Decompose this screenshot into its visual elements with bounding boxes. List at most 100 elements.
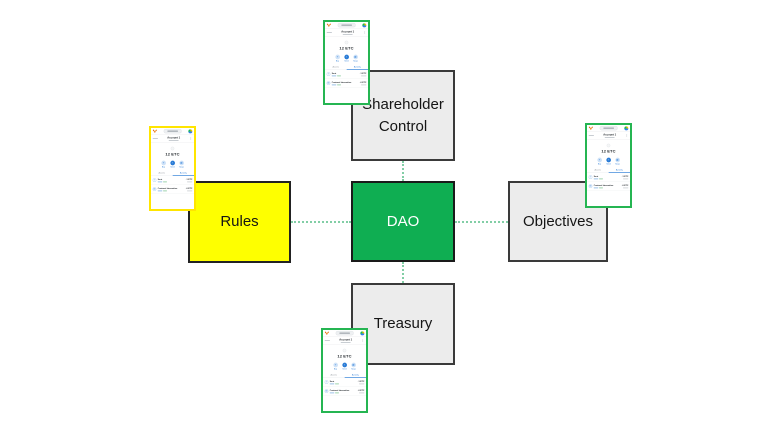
- tx-date-bar: [157, 181, 163, 183]
- wallet-tabs: Assets Activity: [325, 66, 368, 70]
- swap-icon: ⇄: [179, 160, 184, 166]
- send-action: ↑ Send: [170, 160, 175, 168]
- wallet-mini: Account 1 ⋮ 12 ETC + Buy ↑ Send ⇄ Swap: [587, 125, 630, 206]
- node-treasury-label: Treasury: [373, 315, 433, 333]
- wallet-mini: Account 1 ⋮ 12 ETC + Buy ↑ Send ⇄ Swap: [323, 330, 366, 411]
- tx-title: Contract Interaction: [329, 389, 350, 392]
- tx-date-bar: [329, 383, 335, 385]
- node-dao-label: DAO: [386, 212, 420, 230]
- swap-icon: ⇄: [353, 54, 358, 60]
- tx-info: Sent: [331, 72, 359, 77]
- connection-status-placeholder: [324, 339, 330, 341]
- tx-date-status-placeholder: [593, 187, 621, 189]
- connection-status-placeholder: [326, 31, 332, 33]
- tx-status-bar: [334, 392, 339, 394]
- tx-amounts: -0 ETC: [357, 389, 365, 394]
- tx-amounts: -1 ETC: [186, 178, 193, 183]
- tx-status-bar: [598, 178, 603, 180]
- send-label: Send: [342, 367, 347, 370]
- tx-status-bar: [336, 84, 341, 86]
- tx-amount: -1 ETC: [359, 72, 367, 75]
- tx-title: Sent: [593, 175, 599, 178]
- buy-action: + Buy: [597, 157, 602, 165]
- transaction-row: ▤ Contract Interaction -0 ETC: [151, 185, 194, 194]
- swap-action: ⇄ Swap: [351, 362, 356, 370]
- account-address-placeholder: [168, 139, 179, 141]
- network-name-placeholder: [603, 127, 614, 129]
- wallet-tabs: Assets Activity: [151, 172, 194, 176]
- balance-amount: 12 ETC: [601, 148, 616, 154]
- transaction-row: ↗ Sent -1 ETC: [151, 176, 194, 185]
- wallet-tabs: Assets Activity: [587, 169, 630, 173]
- transaction-row: ↗ Sent -1 ETC: [587, 173, 630, 182]
- tx-title: Contract Interaction: [331, 81, 352, 84]
- balance-section: 12 ETC: [151, 143, 194, 157]
- account-avatar: [624, 126, 629, 131]
- tab-activity: Activity: [608, 169, 630, 173]
- tx-status-bar: [598, 187, 603, 189]
- connector-rules-dao: [291, 221, 351, 223]
- balance-section: 12 ETC: [323, 345, 366, 359]
- buy-label: Buy: [335, 59, 340, 62]
- connection-status-placeholder: [588, 134, 594, 136]
- tx-title: Sent: [331, 72, 337, 75]
- tx-amount: -0 ETC: [357, 389, 365, 392]
- account-info: Account 1: [341, 30, 354, 35]
- balance-amount: 12 ETC: [339, 45, 354, 51]
- tx-title: Sent: [157, 178, 163, 181]
- node-rules-label: Rules: [220, 213, 259, 231]
- balance-amount: 12 ETC: [337, 353, 352, 359]
- token-icon: [606, 143, 611, 148]
- account-address-placeholder: [340, 341, 351, 343]
- kebab-menu-icon: ⋮: [625, 133, 629, 137]
- tx-amounts: -0 ETC: [622, 184, 629, 189]
- node-shareholder-control: Shareholder Control: [351, 70, 455, 161]
- tx-date-status-placeholder: [593, 178, 621, 180]
- send-icon: ↑: [170, 160, 175, 166]
- tx-date-status-placeholder: [329, 392, 357, 394]
- token-icon: [344, 40, 349, 45]
- send-icon: ↑: [342, 362, 347, 368]
- wallet-header: [587, 125, 630, 131]
- contract-interaction-icon: ▤: [152, 187, 157, 192]
- wallet-header: [325, 22, 368, 28]
- balance-section: 12 ETC: [587, 140, 630, 154]
- token-icon: [342, 348, 347, 353]
- buy-label: Buy: [333, 367, 338, 370]
- send-icon: ↑: [606, 157, 611, 163]
- transaction-row: ▤ Contract Interaction -0 ETC: [323, 387, 366, 396]
- wallet-mini: Account 1 ⋮ 12 ETC + Buy ↑ Send ⇄ Swap: [325, 22, 368, 103]
- tx-info: Sent: [329, 380, 357, 385]
- connector-shareholder-dao: [402, 161, 404, 181]
- network-selector-pill: [335, 331, 354, 336]
- send-label: Send: [606, 162, 611, 165]
- tx-fiat-placeholder: [360, 84, 367, 86]
- tx-date-bar: [329, 392, 335, 394]
- send-label: Send: [170, 165, 175, 168]
- buy-action: + Buy: [335, 54, 340, 62]
- send-action: ↑ Send: [606, 157, 611, 165]
- contract-interaction-icon: ▤: [324, 389, 329, 394]
- metamask-fox-icon: [588, 126, 593, 130]
- tx-info: Contract Interaction: [593, 184, 621, 189]
- tx-status-bar: [162, 190, 167, 192]
- wallet-mini: Account 1 ⋮ 12 ETC + Buy ↑ Send ⇄ Swap: [151, 128, 194, 209]
- tx-info: Sent: [593, 175, 621, 180]
- tab-activity: Activity: [344, 374, 366, 378]
- tx-date-status-placeholder: [329, 383, 357, 385]
- action-buttons: + Buy ↑ Send ⇄ Swap: [587, 157, 630, 165]
- tx-fiat-placeholder: [622, 187, 629, 189]
- send-tx-icon: ↗: [152, 178, 157, 183]
- tx-info: Sent: [157, 178, 185, 183]
- kebab-menu-icon: ⋮: [361, 338, 365, 342]
- tx-fiat-placeholder: [622, 178, 629, 180]
- account-name: Account 1: [341, 29, 355, 33]
- swap-icon: ⇄: [351, 362, 356, 368]
- connection-status-placeholder: [152, 137, 158, 139]
- tx-date-bar: [593, 187, 599, 189]
- account-name: Account 1: [339, 337, 353, 341]
- tx-date-bar: [157, 190, 163, 192]
- metamask-fox-icon: [324, 331, 329, 335]
- tx-fiat-placeholder: [358, 383, 365, 385]
